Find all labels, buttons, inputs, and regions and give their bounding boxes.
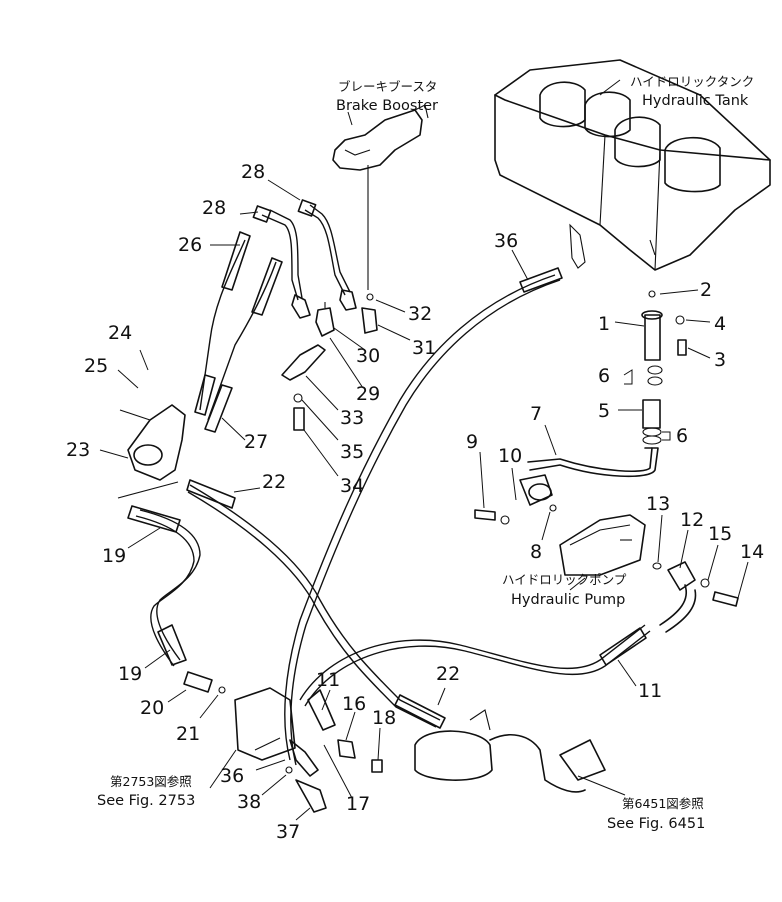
motor-6451 bbox=[414, 709, 606, 793]
callout-14: 14 bbox=[740, 541, 764, 563]
callout-7: 7 bbox=[530, 403, 542, 425]
callout-29: 29 bbox=[356, 383, 380, 405]
callout-11-lower: 11 bbox=[316, 669, 340, 691]
callout-36-upper: 36 bbox=[494, 230, 518, 252]
callout-16: 16 bbox=[342, 693, 366, 715]
callout-25: 25 bbox=[84, 355, 108, 377]
callout-13: 13 bbox=[646, 493, 670, 515]
callout-37: 37 bbox=[276, 821, 300, 843]
callout-10: 10 bbox=[498, 445, 522, 467]
callout-20: 20 bbox=[140, 697, 164, 719]
callout-5: 5 bbox=[598, 400, 610, 422]
brake-booster bbox=[332, 104, 429, 290]
diagram-labels: ブレーキブースタ Brake Booster ハイドロリックタンク Hydrau… bbox=[97, 74, 754, 832]
brake-lines bbox=[252, 199, 378, 337]
brake-booster-jp-label: ブレーキブースタ bbox=[338, 79, 437, 94]
callout-2: 2 bbox=[700, 279, 712, 301]
callout-12: 12 bbox=[680, 509, 704, 531]
callout-38: 38 bbox=[237, 791, 261, 813]
callout-32: 32 bbox=[408, 303, 432, 325]
callout-27: 27 bbox=[244, 431, 268, 453]
long-hoses bbox=[127, 267, 651, 766]
callout-6-lower: 6 bbox=[676, 425, 688, 447]
hose-26-27 bbox=[194, 231, 283, 433]
callout-1: 1 bbox=[598, 313, 610, 335]
callout-22-upper: 22 bbox=[262, 471, 286, 493]
callout-22-lower: 22 bbox=[436, 663, 460, 685]
hydraulic-pump-label: Hydraulic Pump bbox=[511, 592, 625, 608]
callout-17: 17 bbox=[346, 793, 370, 815]
callout-18: 18 bbox=[372, 707, 396, 729]
callout-30: 30 bbox=[356, 345, 380, 367]
callout-3: 3 bbox=[714, 349, 726, 371]
callout-35: 35 bbox=[340, 441, 364, 463]
callout-6-upper: 6 bbox=[598, 365, 610, 387]
callout-numbers: 28 28 26 24 25 23 27 22 19 19 20 21 36 3… bbox=[66, 161, 764, 843]
ref-6451-label: See Fig. 6451 bbox=[607, 816, 705, 832]
bracket-23 bbox=[117, 404, 186, 499]
callout-24: 24 bbox=[108, 322, 132, 344]
callout-11-right: 11 bbox=[638, 680, 662, 702]
callout-26: 26 bbox=[178, 234, 202, 256]
hydraulic-pump bbox=[474, 504, 739, 633]
callout-31: 31 bbox=[412, 337, 436, 359]
callout-33: 33 bbox=[340, 407, 364, 429]
hydraulic-tank-jp-label: ハイドロリックタンク bbox=[630, 74, 754, 89]
callout-23: 23 bbox=[66, 439, 90, 461]
callout-15: 15 bbox=[708, 523, 732, 545]
ref-6451-jp-label: 第6451図参照 bbox=[622, 796, 704, 811]
ref-2753-label: See Fig. 2753 bbox=[97, 793, 195, 809]
callout-19-upper: 19 bbox=[102, 545, 126, 567]
callout-34: 34 bbox=[340, 475, 364, 497]
callout-8: 8 bbox=[530, 541, 542, 563]
hydraulic-tank bbox=[494, 59, 771, 271]
callout-21: 21 bbox=[176, 723, 200, 745]
callout-28-lower: 28 bbox=[202, 197, 226, 219]
hydraulic-tank-label: Hydraulic Tank bbox=[642, 93, 749, 109]
brake-booster-label: Brake Booster bbox=[336, 98, 438, 114]
valve-block bbox=[183, 671, 383, 813]
leader-lines bbox=[99, 79, 749, 821]
clamp-33 bbox=[281, 344, 326, 431]
ref-2753-jp-label: 第2753図参照 bbox=[110, 774, 192, 789]
callout-36-lower: 36 bbox=[220, 765, 244, 787]
hydraulic-pump-jp-label: ハイドロリックポンプ bbox=[502, 572, 627, 587]
callout-28-upper: 28 bbox=[241, 161, 265, 183]
callout-9: 9 bbox=[466, 431, 478, 453]
callout-4: 4 bbox=[714, 313, 726, 335]
suction-pipe bbox=[519, 290, 687, 506]
callout-19-lower: 19 bbox=[118, 663, 142, 685]
